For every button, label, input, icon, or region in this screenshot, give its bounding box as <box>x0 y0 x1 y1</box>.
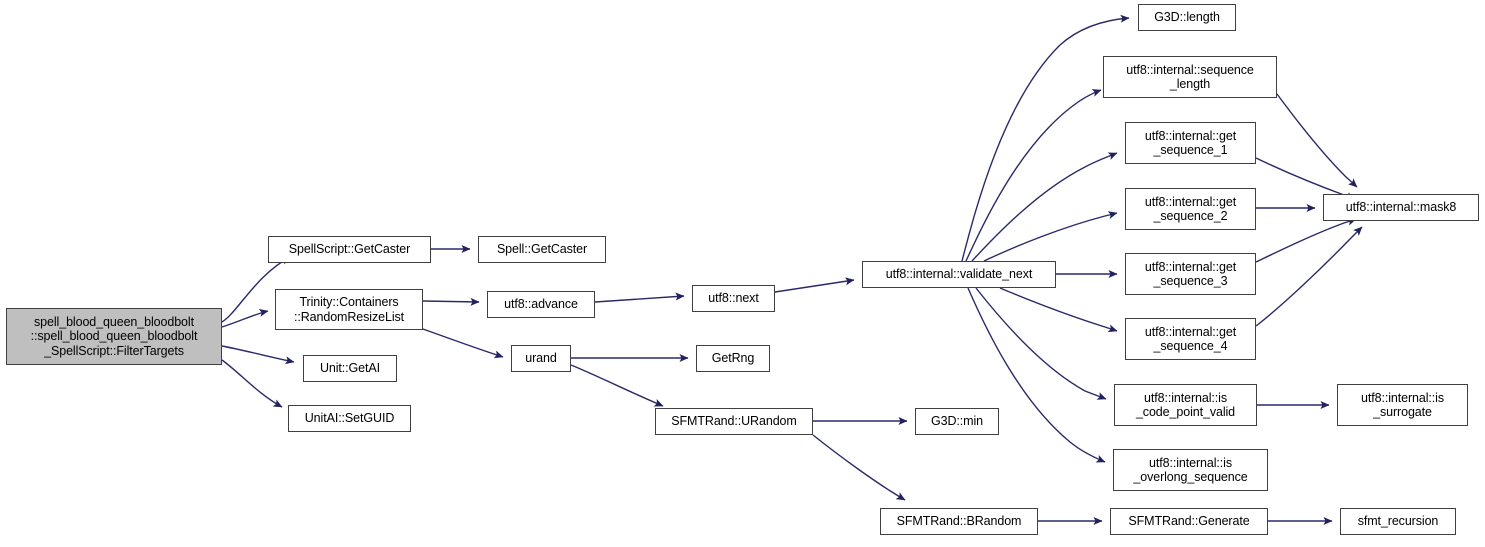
call-edge-validate_next-to-get_sequence_2 <box>983 211 1118 262</box>
call-edge-filter_targets-to-spellscript_getcaster <box>221 256 291 323</box>
call-edge-random_resize_list-to-utf8_advance <box>422 297 480 306</box>
call-edge-sfmtrand_urandom-to-sfmtrand_brandom <box>812 434 906 501</box>
node-validate_next[interactable]: utf8::internal::validate_next <box>862 261 1056 288</box>
node-get_sequence_4[interactable]: utf8::internal::get _sequence_4 <box>1125 318 1256 360</box>
node-label-is_surrogate: utf8::internal::is _surrogate <box>1361 390 1444 420</box>
node-label-sequence_length: utf8::internal::sequence _length <box>1126 62 1254 92</box>
node-label-sfmtrand_generate: SFMTRand::Generate <box>1128 514 1250 529</box>
call-edge-filter_targets-to-unit_getai <box>221 345 295 365</box>
call-edge-validate_next-to-is_code_point_valid <box>975 287 1107 400</box>
node-label-sfmt_recursion: sfmt_recursion <box>1357 514 1439 529</box>
node-label-spell_getcaster: Spell::GetCaster <box>496 242 588 257</box>
call-edge-validate_next-to-get_sequence_4 <box>999 287 1118 333</box>
node-getrng[interactable]: GetRng <box>696 345 770 372</box>
node-label-get_sequence_1: utf8::internal::get _sequence_1 <box>1144 128 1237 158</box>
node-label-unitai_setguid: UnitAI::SetGUID <box>304 411 395 426</box>
node-label-sfmtrand_brandom: SFMTRand::BRandom <box>896 514 1022 529</box>
node-label-is_overlong_sequence: utf8::internal::is _overlong_sequence <box>1133 455 1248 485</box>
node-label-spellscript_getcaster: SpellScript::GetCaster <box>288 242 411 257</box>
node-is_overlong_sequence[interactable]: utf8::internal::is _overlong_sequence <box>1113 449 1268 491</box>
node-label-get_sequence_2: utf8::internal::get _sequence_2 <box>1144 194 1237 224</box>
node-get_sequence_2[interactable]: utf8::internal::get _sequence_2 <box>1125 188 1256 230</box>
call-edge-sequence_length-to-mask8 <box>1276 93 1358 188</box>
node-label-filter_targets: spell_blood_queen_bloodbolt ::spell_bloo… <box>30 314 198 358</box>
node-label-utf8_next: utf8::next <box>708 291 759 306</box>
call-edge-validate_next-to-get_sequence_1 <box>971 152 1118 262</box>
node-sfmtrand_urandom[interactable]: SFMTRand::URandom <box>655 408 813 435</box>
node-label-g3d_length: G3D::length <box>1154 10 1220 25</box>
node-label-mask8: utf8::internal::mask8 <box>1345 200 1457 215</box>
node-label-sfmtrand_urandom: SFMTRand::URandom <box>671 414 797 429</box>
node-sequence_length[interactable]: utf8::internal::sequence _length <box>1103 56 1277 98</box>
call-edge-random_resize_list-to-urand <box>422 328 504 359</box>
call-edge-get_sequence_1-to-mask8 <box>1255 157 1356 200</box>
call-edge-get_sequence_3-to-mask8 <box>1255 217 1357 263</box>
node-get_sequence_1[interactable]: utf8::internal::get _sequence_1 <box>1125 122 1256 164</box>
call-edge-filter_targets-to-unitai_setguid <box>221 359 283 408</box>
node-sfmt_recursion[interactable]: sfmt_recursion <box>1340 508 1456 535</box>
node-filter_targets[interactable]: spell_blood_queen_bloodbolt ::spell_bloo… <box>6 308 222 365</box>
node-urand[interactable]: urand <box>511 345 571 372</box>
call-edge-utf8_advance-to-utf8_next <box>594 292 685 303</box>
node-mask8[interactable]: utf8::internal::mask8 <box>1323 194 1479 221</box>
call-edge-filter_targets-to-random_resize_list <box>221 309 269 328</box>
node-get_sequence_3[interactable]: utf8::internal::get _sequence_3 <box>1125 253 1256 295</box>
node-utf8_next[interactable]: utf8::next <box>692 285 775 312</box>
node-spell_getcaster[interactable]: Spell::GetCaster <box>478 236 606 263</box>
node-g3d_length[interactable]: G3D::length <box>1138 4 1236 31</box>
node-sfmtrand_generate[interactable]: SFMTRand::Generate <box>1110 508 1268 535</box>
node-g3d_min[interactable]: G3D::min <box>915 408 999 435</box>
call-edge-validate_next-to-is_overlong_sequence <box>967 287 1106 463</box>
call-edge-urand-to-sfmtrand_urandom <box>570 364 664 407</box>
node-label-validate_next: utf8::internal::validate_next <box>885 267 1033 282</box>
node-unit_getai[interactable]: Unit::GetAI <box>303 355 397 382</box>
node-label-getrng: GetRng <box>711 351 755 366</box>
node-spellscript_getcaster[interactable]: SpellScript::GetCaster <box>268 236 431 263</box>
node-label-g3d_min: G3D::min <box>931 414 983 429</box>
node-label-get_sequence_3: utf8::internal::get _sequence_3 <box>1144 259 1237 289</box>
call-edge-validate_next-to-g3d_length <box>961 14 1130 262</box>
node-random_resize_list[interactable]: Trinity::Containers ::RandomResizeList <box>275 289 423 330</box>
node-label-random_resize_list: Trinity::Containers ::RandomResizeList <box>293 295 405 324</box>
node-label-utf8_advance: utf8::advance <box>504 297 578 312</box>
call-edge-utf8_next-to-validate_next <box>774 277 855 293</box>
node-label-unit_getai: Unit::GetAI <box>319 361 381 376</box>
node-utf8_advance[interactable]: utf8::advance <box>487 291 595 318</box>
node-label-get_sequence_4: utf8::internal::get _sequence_4 <box>1144 324 1237 354</box>
call-edge-get_sequence_4-to-mask8 <box>1255 226 1363 327</box>
node-is_surrogate[interactable]: utf8::internal::is _surrogate <box>1337 384 1468 426</box>
call-edge-validate_next-to-sequence_length <box>965 89 1102 262</box>
node-sfmtrand_brandom[interactable]: SFMTRand::BRandom <box>880 508 1038 535</box>
node-is_code_point_valid[interactable]: utf8::internal::is _code_point_valid <box>1114 384 1257 426</box>
node-unitai_setguid[interactable]: UnitAI::SetGUID <box>288 405 411 432</box>
node-label-urand: urand <box>525 351 557 366</box>
node-label-is_code_point_valid: utf8::internal::is _code_point_valid <box>1135 390 1236 420</box>
